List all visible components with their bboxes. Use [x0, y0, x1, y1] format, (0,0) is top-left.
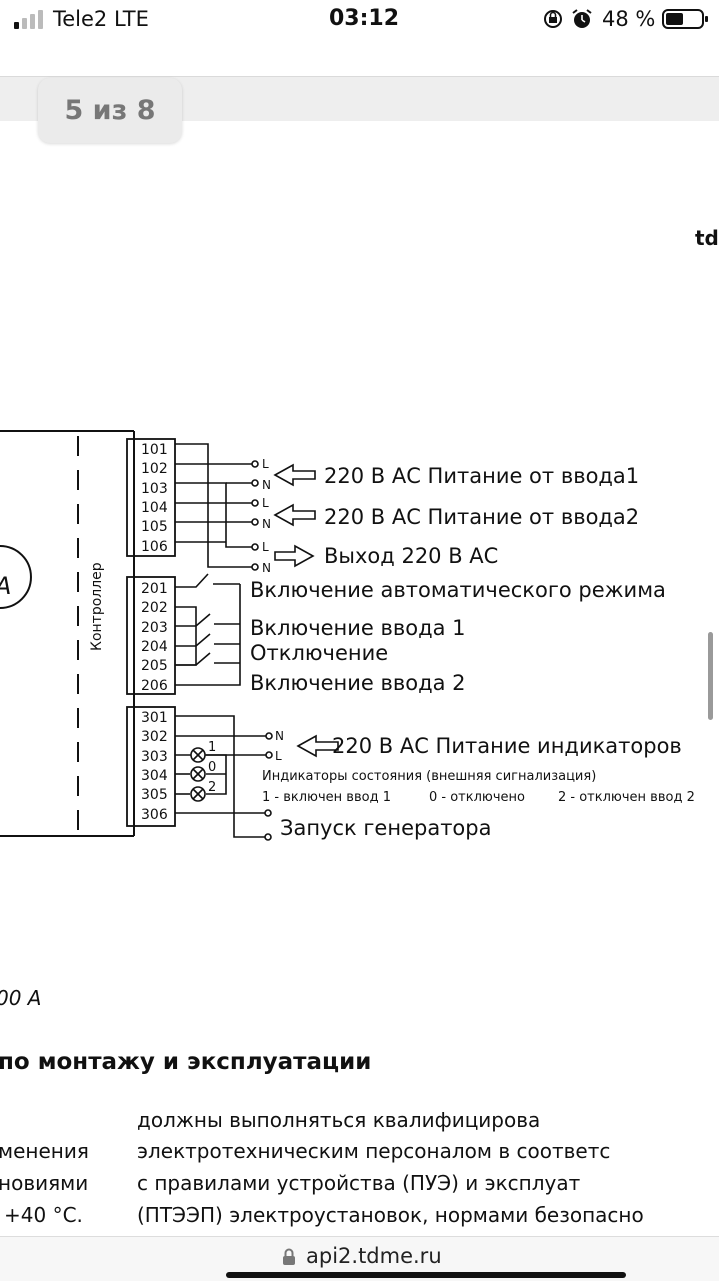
clock: 03:12: [329, 6, 400, 31]
orientation-lock-icon: [544, 9, 592, 28]
terminal-102: 102: [141, 461, 168, 477]
terminal-304: 304: [141, 768, 168, 784]
terminal-101: 101: [141, 442, 168, 458]
output-label: Выход 220 В АС: [324, 544, 498, 568]
body-text-left: менения новиями +40 °С.: [0, 1139, 89, 1227]
auto-mode-label: Включение автоматического режима: [250, 578, 666, 602]
scrollbar-thumb[interactable]: [708, 632, 713, 720]
terminal-301: 301: [141, 710, 168, 726]
terminal-306: 306: [141, 807, 168, 823]
terminal-204: 204: [141, 639, 168, 655]
switch-off-label: Отключение: [250, 641, 388, 665]
section-heading: по монтажу и эксплуатации: [0, 1049, 371, 1075]
terminal-104: 104: [141, 500, 168, 516]
lamp-label-0: 0: [208, 760, 216, 775]
terminal-106: 106: [141, 539, 168, 555]
line-N-3: N: [262, 561, 271, 575]
battery-icon: [662, 9, 708, 29]
line-L-2: L: [262, 496, 269, 510]
left-line-2: менения: [0, 1139, 89, 1163]
terminal-205: 205: [141, 658, 168, 674]
line-N-1: N: [262, 478, 271, 492]
header-fragment: td: [695, 226, 719, 250]
right-line-4: (ПТЭЭП) электроустановок, нормами безопа…: [137, 1203, 644, 1227]
left-line-4: +40 °С.: [4, 1203, 83, 1227]
caption-fragment: 00 А: [0, 986, 42, 1010]
document-page[interactable]: td A Контроллер 101 102 103 104 105 106 …: [0, 144, 719, 1234]
signal-icon: [14, 10, 43, 29]
indicators-title: Индикаторы состояния (внешняя сигнализац…: [262, 769, 596, 784]
line-N-4: N: [275, 729, 284, 743]
terminal-105: 105: [141, 519, 168, 535]
line-N-2: N: [262, 517, 271, 531]
terminal-206: 206: [141, 678, 168, 694]
alarm-icon: [572, 9, 592, 28]
line-L-4: L: [275, 749, 282, 763]
arrow-in-icon: [273, 463, 316, 487]
group2-wiring: [175, 573, 241, 686]
group3-wiring: [175, 715, 273, 841]
right-line-1: должны выполняться квалифицирова: [137, 1108, 540, 1132]
arrow-in-icon: [273, 503, 316, 527]
arrow-out-icon: [274, 544, 315, 568]
terminal-302: 302: [141, 729, 168, 745]
body-text-right: должны выполняться квалифицирова электро…: [137, 1108, 644, 1227]
url-text[interactable]: api2.tdme.ru: [306, 1244, 442, 1268]
wiring-diagram: td A Контроллер 101 102 103 104 105 106 …: [0, 226, 719, 1227]
terminal-303: 303: [141, 749, 168, 765]
line-L-3: L: [262, 540, 269, 554]
controller-label: Контроллер: [89, 562, 105, 651]
group1-wiring: [175, 443, 259, 571]
battery-percent: 48 %: [602, 7, 656, 31]
switch-on-2-label: Включение ввода 2: [250, 671, 466, 695]
lamp-label-2: 2: [208, 780, 216, 795]
lock-icon: [283, 1248, 295, 1265]
generator-label: Запуск генератора: [280, 816, 491, 840]
terminal-201: 201: [141, 581, 168, 597]
terminal-103: 103: [141, 481, 168, 497]
home-indicator[interactable]: [226, 1272, 626, 1278]
line-L-1: L: [262, 457, 269, 471]
indicator-legend-0: 0 - отключено: [429, 790, 525, 805]
right-line-3: с правилами устройства (ПУЭ) и эксплуат: [137, 1171, 581, 1195]
terminal-203: 203: [141, 620, 168, 636]
input1-label: 220 В АС Питание от ввода1: [324, 464, 639, 488]
lamp-icon: [190, 747, 206, 802]
motor-circle: [0, 545, 32, 609]
carrier-label: Tele2 LTE: [53, 7, 149, 31]
indicator-legend-1: 1 - включен ввод 1: [262, 790, 391, 805]
indicator-power-label: 220 В АС Питание индикаторов: [332, 734, 682, 758]
lamp-label-1: 1: [208, 740, 216, 755]
left-line-3: новиями: [0, 1171, 88, 1195]
switch-on-1-label: Включение ввода 1: [250, 616, 466, 640]
arrow-in-icon: [296, 734, 339, 758]
indicator-legend-2: 2 - отключен ввод 2: [558, 790, 695, 805]
terminal-202: 202: [141, 600, 168, 616]
right-line-2: электротехническим персоналом в соответс: [137, 1139, 610, 1163]
status-bar: Tele2 LTE 03:12 48 %: [0, 0, 719, 40]
terminal-305: 305: [141, 787, 168, 803]
page-indicator: 5 из 8: [38, 78, 182, 143]
circle-fragment: A: [0, 572, 11, 600]
input2-label: 220 В АС Питание от ввода2: [324, 505, 639, 529]
